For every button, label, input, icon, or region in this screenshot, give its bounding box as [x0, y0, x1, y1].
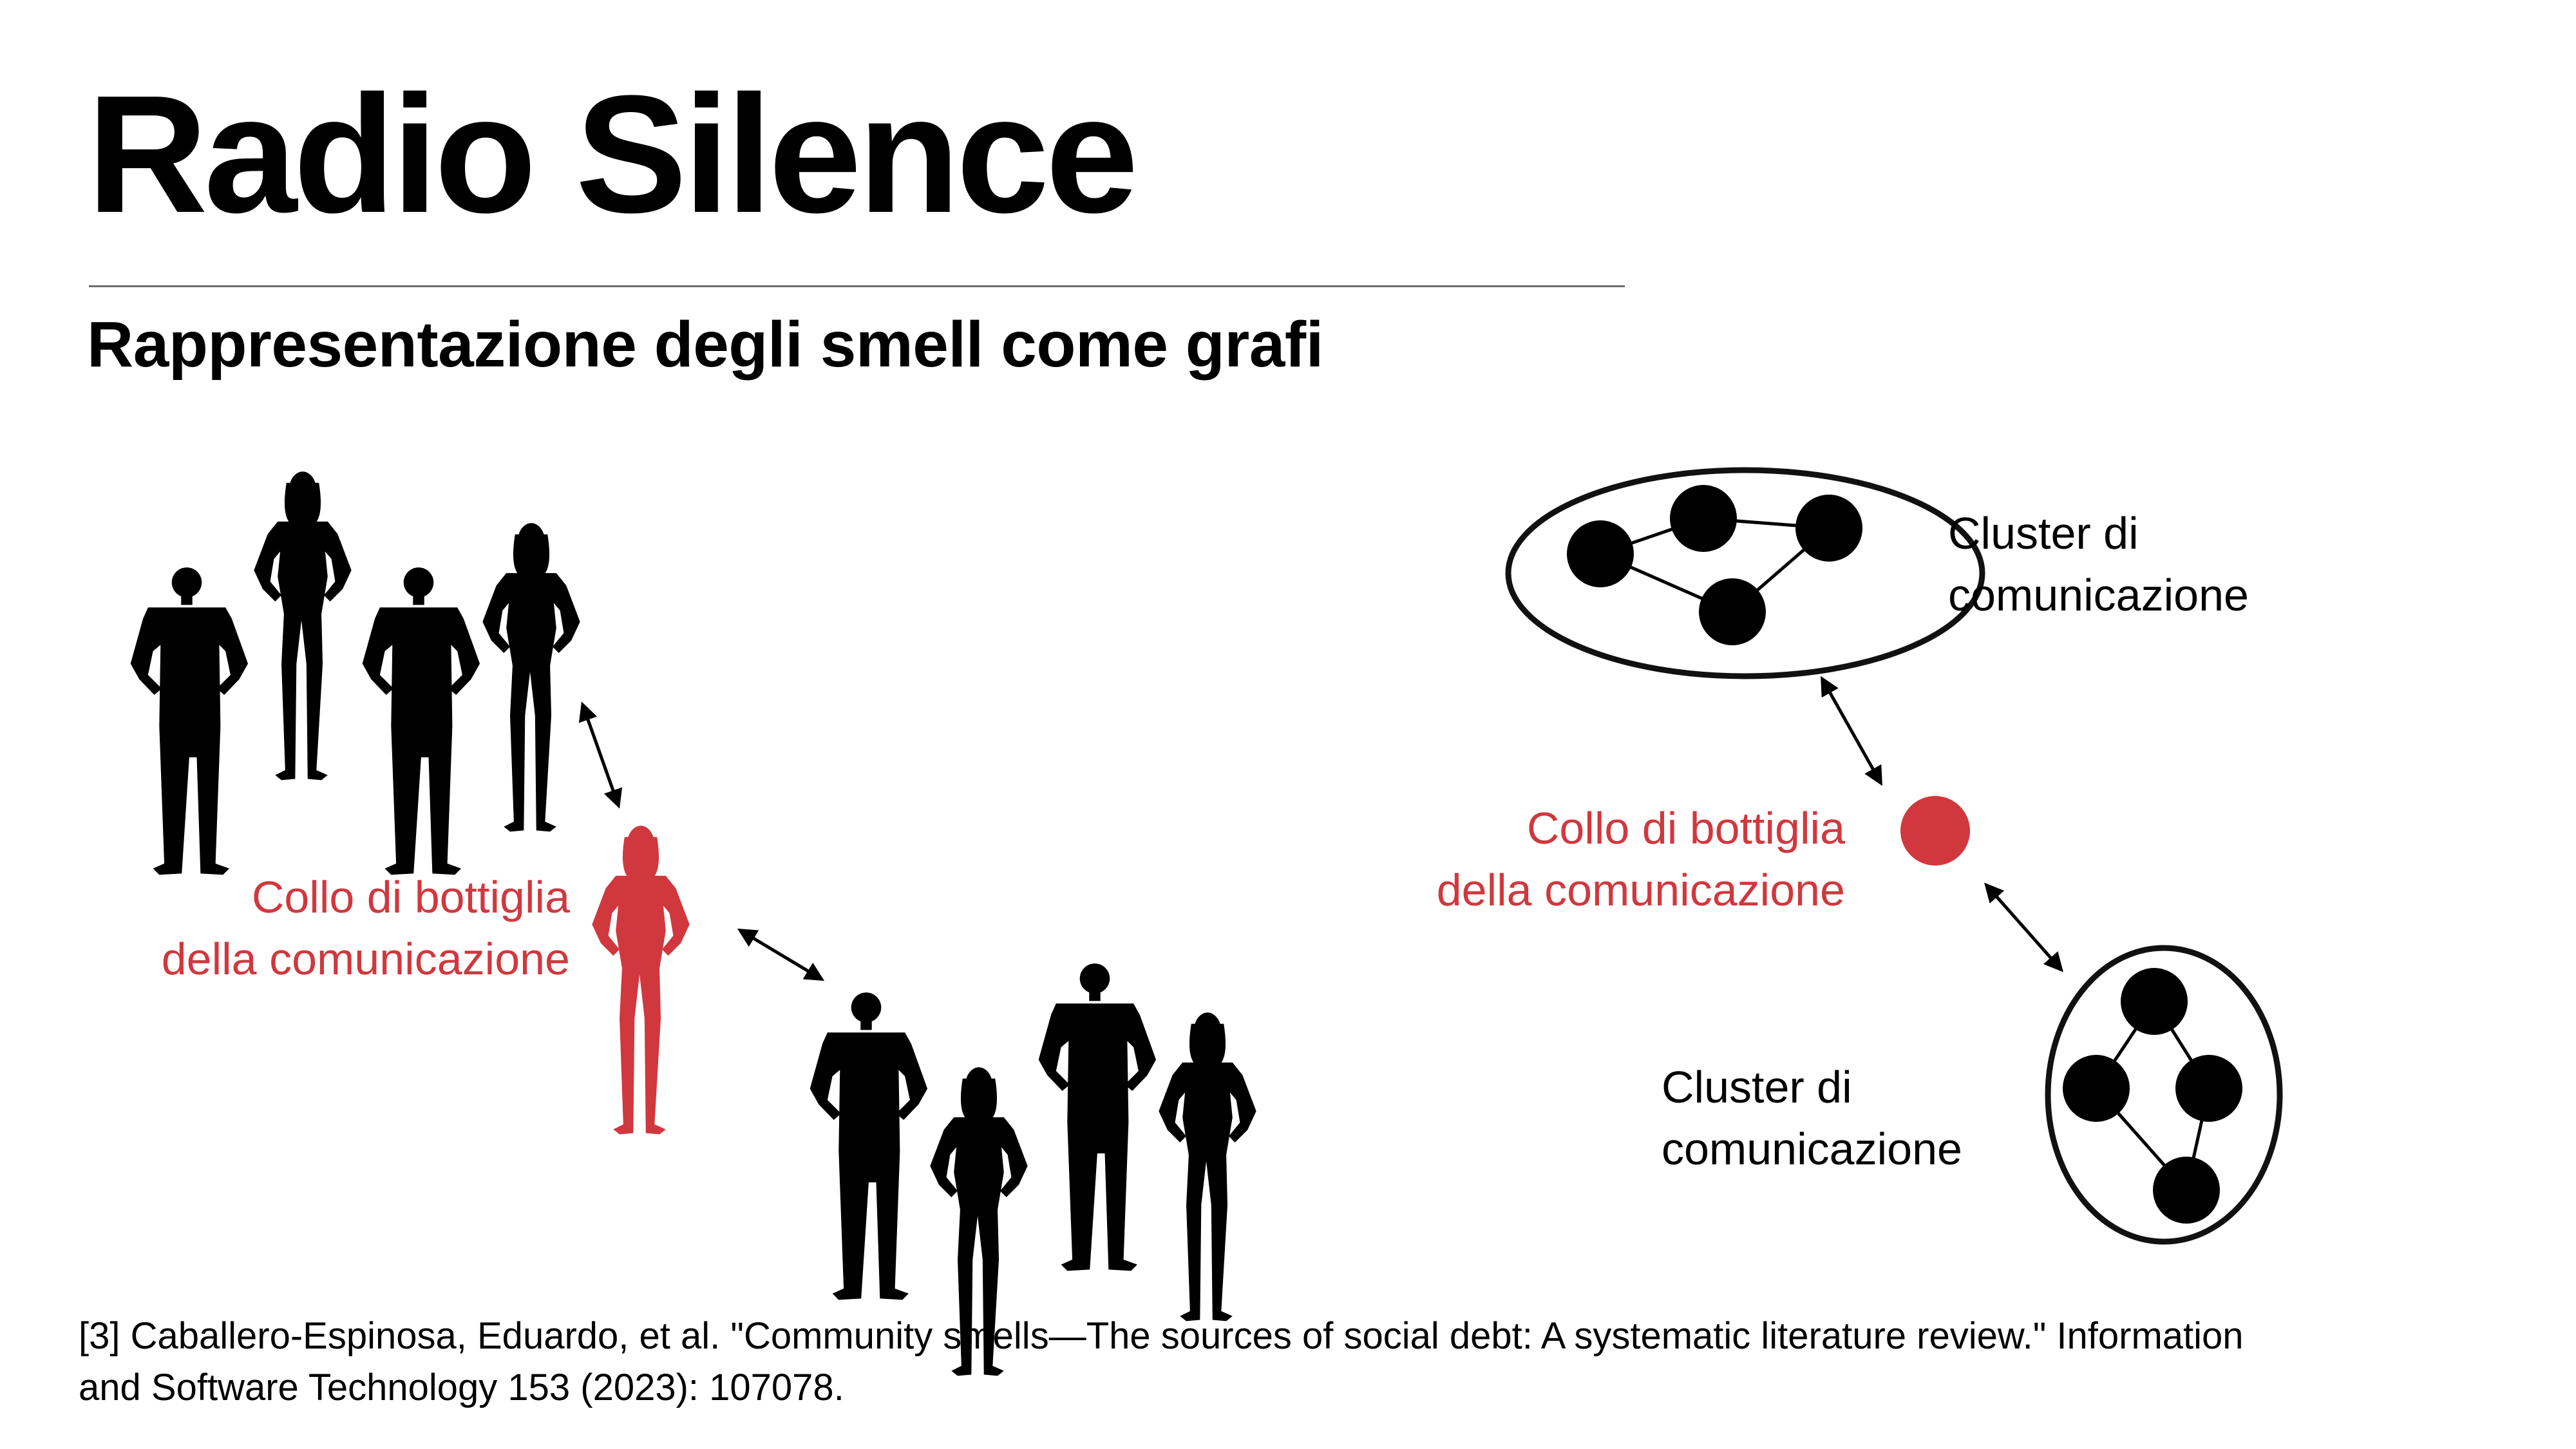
link-arrow: [1984, 882, 2063, 972]
top-cluster-label-line2: comunicazione: [1948, 570, 2249, 620]
left-bottleneck-label-line1: Collo di bottiglia: [251, 872, 570, 922]
citation-line1: [3] Caballero-Espinosa, Eduardo, et al. …: [79, 1315, 2244, 1357]
graph-node: [2175, 1055, 2242, 1122]
left-bottleneck-label: Collo di bottiglia della comunicazione: [116, 866, 570, 990]
bottom-cluster-label: Cluster di comunicazione: [1662, 1056, 2080, 1180]
person-icon: [810, 992, 928, 1300]
graph-node: [1670, 485, 1737, 552]
person-icon: [254, 471, 352, 781]
citation-line2: and Software Technology 153 (2023): 1070…: [79, 1367, 844, 1408]
bottom-cluster-label-line1: Cluster di: [1662, 1062, 1852, 1112]
graph-node: [2153, 1157, 2220, 1224]
bottom-cluster-label-line2: comunicazione: [1662, 1124, 1962, 1174]
cluster-outline: [1505, 467, 1985, 679]
person-icon: [1159, 1012, 1256, 1321]
person-icon: [482, 523, 580, 832]
right-bottleneck-label-line1: Collo di bottiglia: [1526, 803, 1845, 853]
graph-node: [1795, 495, 1862, 562]
right-bottleneck-label-line2: della comunicazione: [1436, 865, 1845, 915]
person-icon: [1038, 963, 1157, 1271]
cluster-outline: [2045, 945, 2283, 1245]
graph-node: [1699, 578, 1766, 645]
bottleneck-person-icon: [592, 826, 690, 1135]
slide-subtitle: Rappresentazione degli smell come grafi: [87, 308, 1323, 381]
slide-title: Radio Silence: [87, 61, 1139, 248]
link-arrow: [1821, 676, 1882, 786]
person-icon: [130, 567, 249, 875]
link-arrow: [737, 928, 825, 981]
link-arrow: [578, 701, 623, 809]
graph-node: [2063, 1055, 2130, 1122]
graph-node: [2121, 968, 2188, 1035]
graph-node: [1567, 520, 1634, 587]
left-bottleneck-label-line2: della comunicazione: [161, 934, 570, 984]
title-divider: [89, 285, 1625, 287]
right-bottleneck-label: Collo di bottiglia della comunicazione: [1385, 797, 1845, 921]
person-icon: [362, 567, 480, 875]
citation: [3] Caballero-Espinosa, Eduardo, et al. …: [79, 1311, 2539, 1414]
bottleneck-node: [1900, 796, 1970, 866]
top-cluster-label: Cluster di comunicazione: [1948, 502, 2367, 626]
top-cluster-label-line1: Cluster di: [1948, 508, 2139, 558]
